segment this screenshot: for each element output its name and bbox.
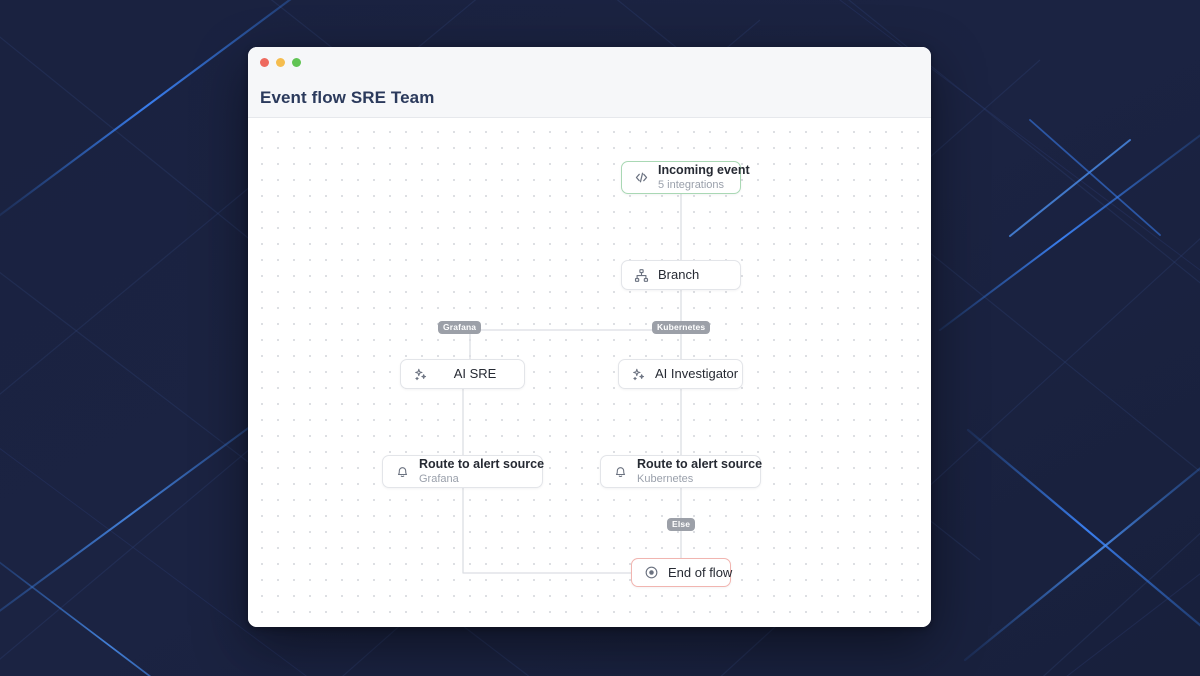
code-icon [633, 170, 649, 186]
minimize-button[interactable] [276, 58, 285, 67]
flow-canvas[interactable]: Incoming event 5 integrations Branch [248, 118, 931, 627]
node-label-group: AI Investigator [655, 366, 738, 381]
node-title: Branch [658, 267, 700, 283]
node-title: Incoming event [658, 163, 750, 178]
node-subtitle: 5 integrations [658, 178, 725, 191]
connector-layer [462, 194, 682, 574]
bell-icon [394, 464, 410, 480]
edge-route-grafana-to-end [462, 488, 631, 574]
target-icon [643, 565, 659, 581]
branch-icon [633, 267, 649, 283]
window-titlebar [248, 47, 931, 78]
node-branch[interactable]: Branch [621, 260, 741, 290]
node-route-to-alert-source-grafana[interactable]: Route to alert source Grafana [382, 455, 544, 488]
close-button[interactable] [260, 58, 269, 67]
edge-branch-to-ai-sre [469, 329, 681, 359]
node-end-of-flow[interactable]: End of flow [631, 558, 732, 587]
node-title: AI Investigator [655, 366, 739, 382]
page-title: Event flow SRE Team [260, 87, 435, 107]
node-title: Route to alert source [419, 457, 545, 472]
node-title: Route to alert source [637, 457, 763, 472]
node-label-group: End of flow [668, 565, 732, 580]
bell-icon [612, 464, 628, 480]
sparkles-icon [630, 366, 646, 382]
node-ai-investigator[interactable]: AI Investigator [618, 359, 743, 389]
node-label-group: Route to alert source Kubernetes [637, 457, 762, 486]
node-incoming-event[interactable]: Incoming event 5 integrations [621, 161, 750, 194]
node-label-group: Branch [658, 267, 699, 282]
edge-badge-grafana: Grafana [438, 321, 482, 334]
node-label-group: Route to alert source Grafana [419, 457, 544, 486]
edge-badge-kubernetes: Kubernetes [652, 321, 711, 334]
node-title: AI SRE [453, 366, 497, 382]
edge-badge-else: Else [667, 518, 696, 531]
node-ai-sre[interactable]: AI SRE [400, 359, 525, 389]
node-route-to-alert-source-kubernetes[interactable]: Route to alert source Kubernetes [600, 455, 762, 488]
app-window: Event flow SRE Team [248, 47, 931, 627]
sparkles-icon [412, 366, 428, 382]
node-title: End of flow [668, 564, 733, 580]
node-label-group: Incoming event 5 integrations [658, 163, 750, 192]
node-subtitle: Grafana [419, 472, 459, 485]
flow-header: Event flow SRE Team [248, 78, 931, 118]
node-label-group: AI SRE [437, 366, 513, 381]
node-subtitle: Kubernetes [637, 472, 694, 485]
maximize-button[interactable] [292, 58, 301, 67]
